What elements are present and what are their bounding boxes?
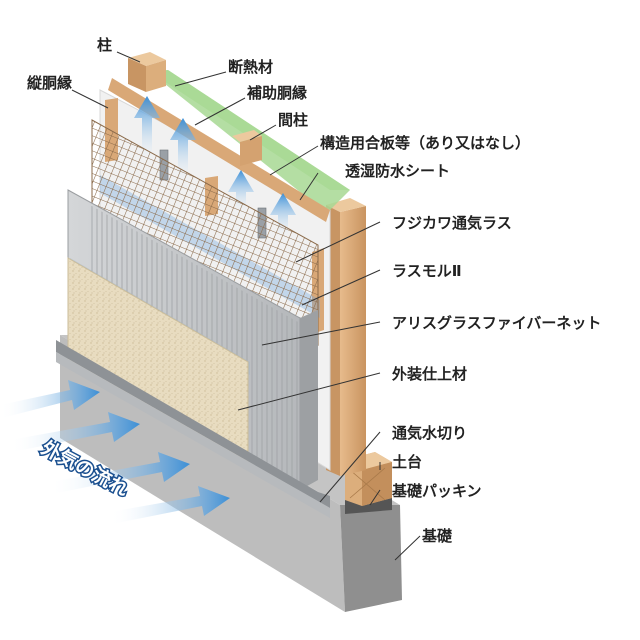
label-tatedobuchi: 縦胴縁 — [27, 74, 72, 92]
right-post — [326, 198, 366, 476]
vent-flashing-lip — [56, 352, 330, 518]
leader-lines — [71, 51, 421, 561]
label-kiso-packing: 基礎パッキン — [391, 482, 482, 500]
label-kozo-gouhan: 構造用合板等（あり又はなし） — [320, 134, 530, 152]
top-post — [128, 52, 166, 92]
vent-flashing — [56, 340, 330, 508]
gaiso-texture — [68, 258, 248, 462]
label-toushitsu-sheet: 透湿防水シート — [345, 162, 450, 180]
label-alis-net: アリスグラスファイバーネット — [392, 314, 601, 332]
label-gaiso: 外装仕上材 — [391, 365, 467, 383]
label-kiso: 基礎 — [421, 527, 453, 545]
outside-airflow-arrows — [0, 380, 230, 524]
foundation-end — [340, 505, 402, 612]
top-beam — [108, 78, 330, 222]
label-dannetsuzai: 断熱材 — [228, 58, 273, 76]
label-tsuki-mizukiri: 通気水切り — [392, 424, 467, 442]
label-lasmol: ラスモルⅡ — [392, 262, 462, 280]
label-mabashira: 間柱 — [278, 111, 308, 129]
label-dodai: 土台 — [392, 453, 422, 471]
label-hashira: 柱 — [97, 36, 112, 54]
inner-airflow-arrows — [134, 96, 296, 240]
lasmol-edge — [300, 310, 318, 490]
labels: 柱 縦胴縁 断熱材 補助胴縁 間柱 構造用合板等（あり又はなし） 透湿防水シート… — [27, 36, 601, 545]
label-fujikawa-lath: フジカワ通気ラス — [392, 214, 512, 232]
label-hojo-dobuchi: 補助胴縁 — [246, 84, 307, 102]
